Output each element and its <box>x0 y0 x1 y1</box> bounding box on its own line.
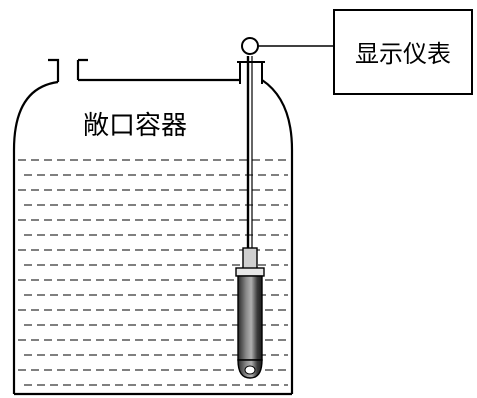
display-instrument-box <box>333 9 473 95</box>
display-instrument-label: 显示仪表 <box>355 40 451 68</box>
container-right-wall <box>261 79 294 394</box>
open-nozzle-left <box>48 58 60 82</box>
sensor-mount-nozzle <box>237 61 265 84</box>
signal-cable <box>246 45 334 250</box>
container-left-wall <box>12 80 59 394</box>
container-label: 敞口容器 <box>83 111 187 141</box>
cable-gland-icon <box>241 37 259 55</box>
open-nozzle-right <box>76 58 88 80</box>
submersible-pressure-transmitter-icon <box>235 247 265 379</box>
open-container <box>12 58 294 396</box>
display-instrument-icon: 显示仪表 <box>333 9 473 95</box>
